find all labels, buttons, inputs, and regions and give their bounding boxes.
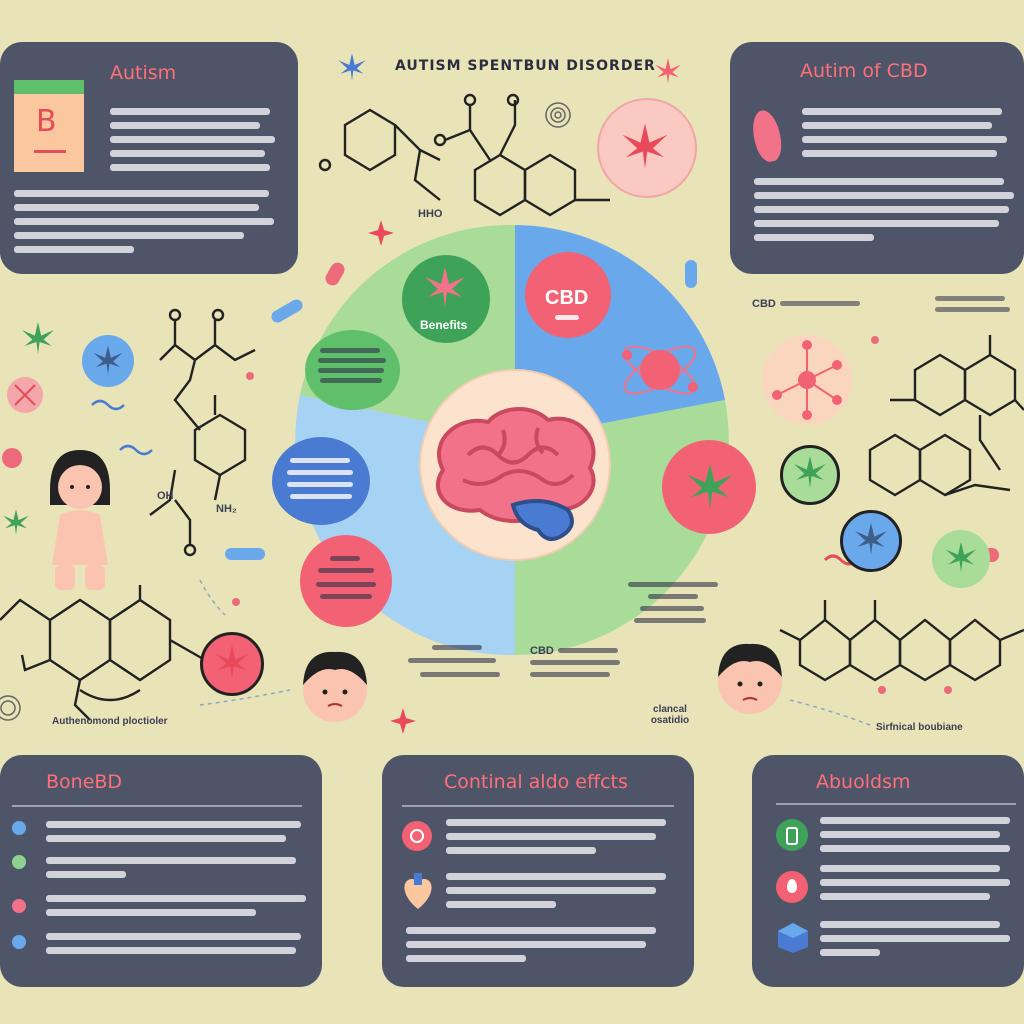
cannabis-leaf-icon — [338, 53, 366, 81]
segment-left-bubble — [272, 437, 370, 525]
molecule-structure-icon — [772, 340, 842, 420]
autism-card: Autism B — [0, 42, 298, 274]
capsule-icon — [748, 107, 786, 165]
molecule-left — [149, 308, 256, 557]
benefits-label: Benefits — [420, 318, 468, 332]
benefits-card-title: BoneBD — [46, 771, 123, 793]
document-icon: B — [14, 80, 84, 172]
cannabis-badge-left-pink — [200, 632, 264, 696]
side-effects-card: Continal aldo effcts — [382, 755, 694, 987]
cbd-label: CBD — [545, 287, 589, 309]
cannabis-leaf-icon — [655, 58, 681, 84]
cannabis-leaf-icon — [93, 345, 123, 375]
cannabis-leaf-icon — [794, 456, 826, 488]
cannabis-leaf-icon — [3, 509, 29, 535]
page-title: AUTISM SPENTBUN DISORDER — [395, 58, 656, 74]
side-effects-card-title: Continal aldo effcts — [444, 771, 628, 793]
abuse-card: Abuoldsm — [752, 755, 1024, 987]
child-face-icon — [303, 651, 367, 722]
molecule-right-bottom — [779, 600, 1024, 682]
cannabis-leaf-icon — [855, 523, 887, 555]
child-face-icon — [718, 643, 782, 714]
cannabis-leaf-icon — [687, 463, 733, 509]
spiral-icon — [0, 102, 571, 721]
hho-label: HHO — [418, 208, 443, 220]
autism-cbd-card: Autim of CBD — [730, 42, 1024, 274]
cannabis-leaf-icon — [425, 267, 465, 307]
cbd-bottom-label: CBD — [530, 645, 554, 657]
molecule-top-left — [318, 108, 441, 201]
brain-icon — [436, 407, 596, 541]
benefits-card: BoneBD — [0, 755, 322, 987]
cannabis-leaf-icon — [945, 541, 977, 573]
autism-card-title: Autism — [110, 62, 177, 84]
warning-circle-icon — [402, 821, 432, 851]
bullet-dot-pink — [12, 899, 26, 913]
nh2-label: NH₂ — [216, 503, 237, 515]
atom-icon — [622, 345, 698, 395]
molecule-top-center — [433, 93, 610, 217]
autism-cbd-card-title: Autim of CBD — [800, 60, 928, 82]
chemical-bottom-label: clancal osatidio — [650, 704, 690, 726]
segment-bottom-left-bubble — [300, 535, 392, 627]
cannabis-leaf-icon — [622, 123, 668, 169]
bullet-dot-blue-2 — [12, 935, 26, 949]
heart-anatomy-icon — [404, 873, 432, 909]
bullet-dot-blue — [12, 821, 26, 835]
document-badge-letter: B — [36, 104, 57, 139]
molecule-right-middle — [868, 415, 1011, 497]
phone-circle-icon — [776, 819, 808, 851]
right-chem-label: Sirfnical boubiane — [876, 722, 963, 733]
cbd-badge[interactable] — [525, 252, 611, 338]
oh-label: OH — [157, 490, 174, 502]
flower-icon — [390, 708, 416, 734]
drop-circle-icon — [776, 871, 808, 903]
cbd-right-label: CBD — [752, 298, 776, 310]
left-chem-label: Authenomond ploctioler — [52, 716, 168, 727]
cannabis-leaf-icon — [215, 645, 249, 679]
molecule-bottom-left — [0, 585, 206, 721]
molecule-right-top — [890, 335, 1024, 417]
flower-icon — [368, 220, 394, 246]
bullet-dot-green — [12, 855, 26, 869]
cannabis-leaf-icon — [22, 322, 54, 354]
abuse-card-title: Abuoldsm — [816, 771, 911, 793]
cube-icon — [778, 923, 808, 953]
child-figure — [50, 450, 110, 590]
